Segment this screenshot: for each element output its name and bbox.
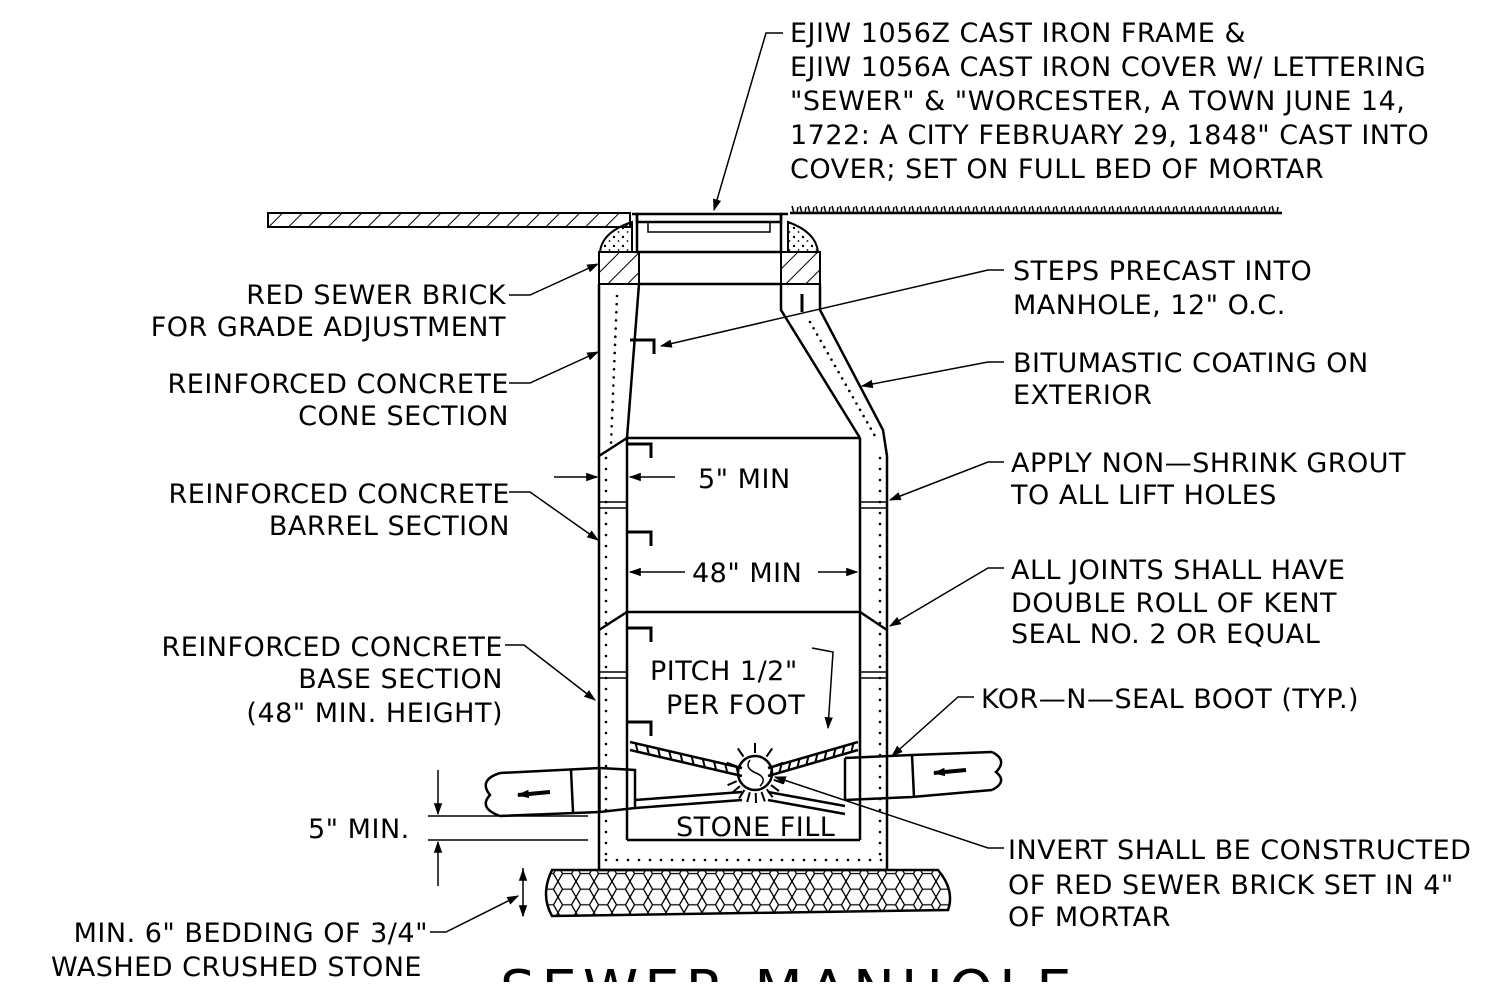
note-coating: BITUMASTIC COATING ON EXTERIOR bbox=[1013, 348, 1369, 411]
note-boot-line-1: KOR—N—SEAL BOOT (TYP.) bbox=[981, 684, 1359, 715]
note-invert-line-2: OF RED SEWER BRICK SET IN 4" bbox=[1008, 870, 1454, 901]
note-invert-line-1: INVERT SHALL BE CONSTRUCTED bbox=[1008, 835, 1471, 866]
note-base-line-3: (48" MIN. HEIGHT) bbox=[246, 698, 503, 729]
brick-courses bbox=[599, 252, 820, 284]
note-barrel-line-1: REINFORCED CONCRETE bbox=[169, 479, 511, 510]
note-grout-line-1: APPLY NON—SHRINK GROUT bbox=[1011, 448, 1406, 479]
base-depth-label: 5" MIN. bbox=[308, 814, 410, 845]
note-coating-line-2: EXTERIOR bbox=[1013, 380, 1152, 411]
diameter-label: 48" MIN bbox=[692, 558, 802, 589]
note-grout: APPLY NON—SHRINK GROUT TO ALL LIFT HOLES bbox=[1010, 448, 1406, 511]
note-cone-line-1: REINFORCED CONCRETE bbox=[168, 369, 510, 400]
note-steps-line-1: STEPS PRECAST INTO bbox=[1013, 256, 1312, 287]
pitch-line-2: PER FOOT bbox=[666, 690, 805, 721]
note-steps-line-2: MANHOLE, 12" O.C. bbox=[1013, 290, 1286, 321]
note-joints: ALL JOINTS SHALL HAVE DOUBLE ROLL OF KEN… bbox=[1011, 555, 1345, 650]
stone-fill-label: STONE FILL bbox=[676, 812, 835, 843]
note-cover-line-3: "SEWER" & "WORCESTER, A TOWN JUNE 14, bbox=[790, 86, 1405, 117]
note-joints-line-1: ALL JOINTS SHALL HAVE bbox=[1011, 555, 1345, 586]
note-base-line-1: REINFORCED CONCRETE bbox=[162, 632, 504, 663]
note-steps: STEPS PRECAST INTO MANHOLE, 12" O.C. bbox=[1013, 256, 1312, 321]
note-base: REINFORCED CONCRETE BASE SECTION (48" MI… bbox=[162, 632, 504, 729]
note-bedding-line-1: MIN. 6" BEDDING OF 3/4" bbox=[74, 918, 428, 949]
note-cone-line-2: CONE SECTION bbox=[298, 401, 509, 432]
dimension-wall-thickness: 5" MIN bbox=[554, 464, 791, 495]
pitch-line-1: PITCH 1/2" bbox=[650, 656, 798, 687]
outlet-pipe bbox=[486, 768, 635, 816]
drawing-title: SEWER MANHOLE bbox=[500, 959, 1078, 982]
note-brick-line-1: RED SEWER BRICK bbox=[246, 280, 507, 311]
pavement-surface bbox=[268, 213, 630, 227]
stone-bedding bbox=[546, 870, 950, 916]
note-invert: INVERT SHALL BE CONSTRUCTED OF RED SEWER… bbox=[1008, 835, 1471, 933]
manhole-step bbox=[627, 444, 651, 458]
note-cover: EJIW 1056Z CAST IRON FRAME & EJIW 1056A … bbox=[790, 18, 1429, 185]
note-bedding: MIN. 6" BEDDING OF 3/4" WASHED CRUSHED S… bbox=[51, 918, 428, 982]
wall-thickness-label: 5" MIN bbox=[698, 464, 791, 495]
note-bedding-line-2: WASHED CRUSHED STONE bbox=[51, 952, 422, 982]
manhole-step bbox=[627, 722, 651, 736]
note-cover-line-2: EJIW 1056A CAST IRON COVER W/ LETTERING bbox=[790, 52, 1426, 83]
dimension-diameter: 48" MIN bbox=[630, 558, 857, 589]
note-joints-line-3: SEAL NO. 2 OR EQUAL bbox=[1011, 619, 1320, 650]
note-grout-line-2: TO ALL LIFT HOLES bbox=[1010, 480, 1277, 511]
note-barrel: REINFORCED CONCRETE BARREL SECTION bbox=[169, 479, 511, 542]
frame-and-cover bbox=[600, 214, 818, 252]
note-invert-line-3: OF MORTAR bbox=[1008, 902, 1171, 933]
note-coating-line-1: BITUMASTIC COATING ON bbox=[1013, 348, 1369, 379]
note-base-line-2: BASE SECTION bbox=[298, 664, 503, 695]
manhole-step bbox=[627, 628, 651, 642]
note-boot: KOR—N—SEAL BOOT (TYP.) bbox=[981, 684, 1359, 715]
grass-surface bbox=[790, 206, 1282, 213]
manhole-step bbox=[627, 532, 651, 546]
note-cover-line-4: 1722: A CITY FEBRUARY 29, 1848" CAST INT… bbox=[790, 120, 1429, 151]
note-brick-line-2: FOR GRADE ADJUSTMENT bbox=[151, 312, 506, 343]
note-cone: REINFORCED CONCRETE CONE SECTION bbox=[168, 369, 510, 432]
note-brick: RED SEWER BRICK FOR GRADE ADJUSTMENT bbox=[151, 280, 507, 343]
cone-section bbox=[599, 284, 887, 456]
note-cover-line-1: EJIW 1056Z CAST IRON FRAME & bbox=[790, 18, 1246, 49]
pitch-note: PITCH 1/2" PER FOOT bbox=[650, 648, 833, 728]
note-barrel-line-2: BARREL SECTION bbox=[269, 511, 510, 542]
inlet-pipe bbox=[845, 752, 1001, 800]
note-cover-line-5: COVER; SET ON FULL BED OF MORTAR bbox=[790, 154, 1324, 185]
note-joints-line-2: DOUBLE ROLL OF KENT bbox=[1011, 588, 1337, 619]
cone-reinforcement bbox=[610, 295, 876, 444]
dimension-base-depth: 5" MIN. bbox=[308, 770, 588, 886]
